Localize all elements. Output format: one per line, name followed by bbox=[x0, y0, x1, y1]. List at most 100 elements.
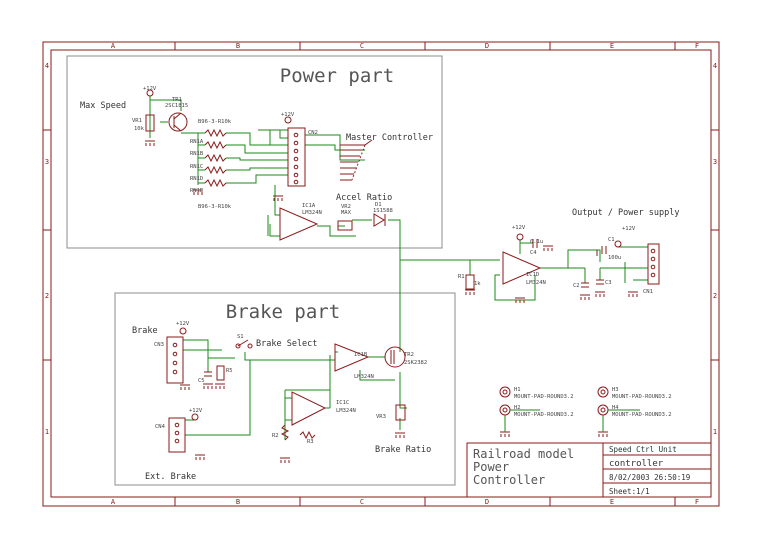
ref-text: C2 bbox=[573, 283, 580, 289]
resistor-icon bbox=[299, 430, 316, 440]
col-label: F bbox=[695, 42, 699, 50]
ref-text: C3 bbox=[605, 280, 612, 286]
ground-icon bbox=[273, 195, 283, 201]
ref-text: +12V bbox=[622, 226, 636, 232]
col-label: D bbox=[485, 498, 489, 506]
ref-text: VR1 bbox=[132, 118, 142, 124]
ground-icon bbox=[215, 383, 225, 389]
connector-icon bbox=[168, 417, 186, 453]
ground-icon bbox=[195, 454, 205, 460]
ref-text: 10k bbox=[134, 126, 145, 132]
ref-text: RN1C bbox=[190, 164, 203, 170]
col-label: D bbox=[485, 42, 489, 50]
ground-icon bbox=[595, 291, 605, 297]
ref-text: VR2 bbox=[341, 204, 351, 210]
ref-text: MOUNT-PAD-ROUND3.2 bbox=[514, 412, 574, 418]
row-label: 1 bbox=[713, 428, 717, 436]
ref-text: VR3 bbox=[376, 414, 386, 420]
ref-text: S1 bbox=[237, 334, 244, 340]
title-block bbox=[466, 442, 712, 498]
resistor-icon bbox=[204, 153, 227, 163]
ref-text: C4 bbox=[530, 250, 537, 256]
mount-hole-icon bbox=[597, 404, 609, 416]
ref-text: +12V bbox=[281, 112, 295, 118]
ref-text: C5 bbox=[198, 378, 205, 384]
master-controller-label: Master Controller bbox=[346, 133, 433, 143]
max-speed-label: Max Speed bbox=[80, 101, 126, 111]
resistor-icon bbox=[465, 274, 475, 290]
diode-icon bbox=[373, 213, 385, 227]
ext-brake-label: Ext. Brake bbox=[145, 472, 196, 482]
ref-text: RN1D bbox=[190, 176, 203, 182]
ref-text: LM324N bbox=[354, 374, 374, 380]
potentiometer-icon bbox=[395, 404, 406, 421]
ref-text: 0.1u bbox=[530, 239, 543, 245]
transistor-icon bbox=[168, 112, 188, 132]
ref-text: MAX bbox=[341, 210, 352, 216]
ref-text: +12V bbox=[143, 86, 157, 92]
ground-icon bbox=[203, 383, 213, 389]
project-title-line-1: Railroad model bbox=[473, 447, 574, 461]
power-part-box bbox=[66, 55, 443, 249]
ref-text: R2 bbox=[272, 433, 279, 439]
ref-text: CN3 bbox=[154, 342, 164, 348]
accel-ratio-label: Accel Ratio bbox=[336, 193, 392, 203]
resistor-icon bbox=[204, 178, 227, 188]
power-part-title: Power part bbox=[280, 65, 394, 87]
col-label: F bbox=[695, 498, 699, 506]
ref-text: B96-3-R10k bbox=[198, 204, 232, 210]
date-stamp: 8/02/2003 26:50:19 bbox=[609, 473, 690, 482]
row-label: 3 bbox=[45, 158, 49, 166]
ref-text: CN1 bbox=[643, 289, 653, 295]
output-title: Output / Power supply bbox=[572, 208, 679, 218]
ground-icon bbox=[395, 432, 405, 438]
mount-hole-icon bbox=[597, 386, 609, 398]
sheet-number: Sheet:1/1 bbox=[609, 487, 650, 496]
power-symbol-icon bbox=[614, 240, 622, 248]
col-label: C bbox=[360, 42, 364, 50]
mosfet-icon bbox=[384, 346, 406, 368]
col-label: C bbox=[360, 498, 364, 506]
component-refs: +12V TR1 2SC1815 VR1 10k B96-3-R10k RN1A… bbox=[132, 86, 672, 445]
ground-icon bbox=[628, 291, 638, 297]
ref-text: +12V bbox=[512, 225, 526, 231]
power-symbol-icon bbox=[516, 233, 524, 241]
frame-labels: A B C D E F A B C D E F 4 3 2 1 4 3 2 1 bbox=[45, 42, 717, 506]
potentiometer-icon bbox=[337, 220, 353, 231]
row-label: 4 bbox=[45, 62, 49, 70]
opamp-icon bbox=[502, 251, 542, 285]
ground-icon bbox=[500, 431, 510, 437]
ground-icon bbox=[465, 289, 475, 295]
connector-icon bbox=[287, 127, 306, 187]
ref-text: RN1A bbox=[190, 139, 204, 145]
ground-icon bbox=[515, 297, 525, 303]
ref-text: +12V bbox=[189, 408, 203, 414]
resistor-icon bbox=[216, 365, 225, 381]
ref-text: IC1A bbox=[302, 203, 316, 209]
ref-text: IC1B bbox=[354, 352, 368, 358]
project-title-line-3: Controller bbox=[473, 473, 545, 487]
ref-text: RN1B bbox=[190, 151, 204, 157]
ref-text: 100u bbox=[608, 255, 621, 261]
brake-part-title: Brake part bbox=[226, 301, 340, 323]
ground-icon bbox=[180, 384, 190, 390]
ref-text: H2 bbox=[514, 405, 521, 411]
ref-text: H1 bbox=[514, 387, 521, 393]
ref-text: C1 bbox=[608, 237, 615, 243]
ground-icon bbox=[145, 140, 155, 146]
ref-text: MOUNT-PAD-ROUND3.2 bbox=[612, 394, 672, 400]
ref-text: H4 bbox=[612, 405, 619, 411]
ref-text: MOUNT-PAD-ROUND3.2 bbox=[612, 412, 672, 418]
brake-label: Brake bbox=[132, 326, 158, 336]
ref-text: +12V bbox=[176, 321, 190, 327]
row-label: 3 bbox=[713, 158, 717, 166]
col-label: E bbox=[610, 498, 614, 506]
ref-text: 1k bbox=[474, 281, 481, 287]
unit-name: Speed Ctrl Unit bbox=[609, 445, 677, 454]
row-label: 4 bbox=[713, 62, 717, 70]
resistor-icon bbox=[280, 424, 290, 441]
col-label: A bbox=[111, 498, 116, 506]
ref-text: TR1 bbox=[172, 97, 182, 103]
opamp-icon bbox=[334, 343, 370, 372]
ref-text: R3 bbox=[307, 439, 314, 445]
